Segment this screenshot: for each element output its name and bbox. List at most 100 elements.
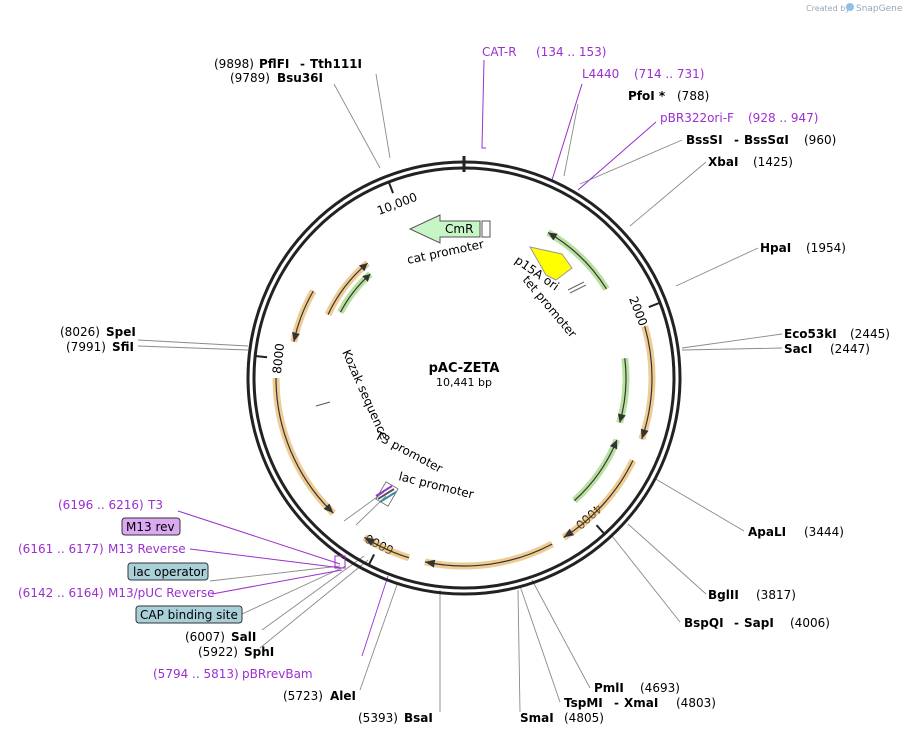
site-tspmi-name: TspMI <box>564 696 603 710</box>
primer-pbr322ori-pos: (928 .. 947) <box>748 111 818 125</box>
tet-promoter-marker <box>567 281 587 294</box>
site-apali-name: ApaLI <box>748 525 786 539</box>
site-eco53ki-pos: (2445) <box>850 327 890 341</box>
site-pmli-name: PmlI <box>594 681 624 695</box>
site-spei-name: SpeI <box>106 325 136 339</box>
m13-rev-box <box>121 517 181 536</box>
primer-m13reverse-pos: (6161 .. 6177) <box>18 542 104 556</box>
lac-operator-marker <box>334 555 346 569</box>
kozak-label: Kozak sequence <box>339 348 391 442</box>
feature-arrow-head-5 <box>563 528 575 538</box>
site-bsu36i-name: Bsu36I <box>277 71 323 85</box>
site-bsssi-dash: - <box>734 133 739 147</box>
primer-pbr322ori-name: pBR322ori-F <box>660 111 734 125</box>
site-bspqi-dash: - <box>734 616 739 630</box>
site-bglii-pos: (3817) <box>756 588 796 602</box>
tick-mark-4 <box>255 355 268 359</box>
primer-leader-lines <box>177 59 657 595</box>
lac-operator-label: lac operator <box>133 565 206 579</box>
primer-pbrrevbam-pos: (5794 .. 5813) <box>153 667 239 681</box>
feature-arrow-head-1 <box>358 263 368 272</box>
feature-arc-line-9 <box>275 377 334 514</box>
site-sali-pos: (6007) <box>185 630 225 644</box>
cat-promoter-label: cat promoter <box>406 237 485 267</box>
feature-arrow-head-9 <box>323 503 334 514</box>
feature-arc-glow-7 <box>424 540 554 570</box>
feature-arrow-head-3 <box>640 428 649 440</box>
feature-arrow-head-2 <box>362 273 371 282</box>
cmr-cap-box <box>481 220 491 238</box>
site-apali-pos: (3444) <box>804 525 844 539</box>
primer-catr-pos: (134 .. 153) <box>536 45 606 59</box>
primer-catr-name: CAT-R <box>482 45 517 59</box>
site-bspqi-pos: (4006) <box>790 616 830 630</box>
site-tth111i-name: Tth111I <box>310 57 362 71</box>
site-sphi-pos: (5922) <box>198 645 238 659</box>
leader-lines <box>137 73 783 713</box>
site-smai-name: SmaI <box>520 711 554 725</box>
site-hpai-pos: (1954) <box>806 241 846 255</box>
site-bsai-name: BsaI <box>404 711 433 725</box>
plasmid-size: 10,441 bp <box>436 376 492 389</box>
tick-label-1: 2000 <box>626 294 650 328</box>
site-pfoi-name: PfoI * <box>628 89 666 103</box>
site-pmli-pos: (4693) <box>640 681 680 695</box>
feature-arc-line-3 <box>641 326 653 440</box>
site-tspmi-pos: (4803) <box>676 696 716 710</box>
site-bsssai-name: BssSαI <box>744 133 789 147</box>
primer-t3-name: T3 <box>147 498 163 512</box>
site-spei-pos: (8026) <box>60 325 100 339</box>
site-xbai-pos: (1425) <box>753 155 793 169</box>
feature-arrow-head-4 <box>617 413 626 423</box>
snapgene-logo-icon <box>846 3 854 11</box>
watermark-brand: SnapGene <box>856 4 903 14</box>
site-tspmi-dash: - <box>614 696 619 710</box>
site-pflfi-name: PflFI <box>259 57 289 71</box>
site-hpai-name: HpaI <box>760 241 791 255</box>
tick-mark-2 <box>595 524 606 535</box>
site-sfii-name: SfiI <box>112 340 134 354</box>
site-sali-name: SalI <box>231 630 256 644</box>
tick-label-0: 10,000 <box>375 190 419 218</box>
feature-arrow-head-8 <box>364 537 375 546</box>
primer-pbrrevbam-name: pBRrevBam <box>242 667 313 681</box>
site-xmai-name: XmaI <box>624 696 658 710</box>
site-smai-pos: (4805) <box>564 711 604 725</box>
primer-l4440-name: L4440 <box>582 67 619 81</box>
site-bsssi-name: BssSI <box>686 133 723 147</box>
cmr-label: CmR <box>445 222 473 236</box>
site-bsssi-pos: (960) <box>804 133 836 147</box>
kozak-marker <box>315 401 331 407</box>
site-pflfi-pos: (9898) <box>214 57 254 71</box>
feature-arc-line-7 <box>424 543 553 567</box>
plasmid-name: pAC-ZETA <box>429 361 500 376</box>
m13-rev-label: M13 rev <box>126 520 175 534</box>
feature-arcs <box>272 229 656 570</box>
cap-binding-label: CAP binding site <box>140 608 238 622</box>
feature-arc-glow-9 <box>272 377 336 516</box>
watermark-prefix: Created by <box>806 4 850 13</box>
site-xbai-name: XbaI <box>708 155 738 169</box>
lac-operator-box <box>127 562 209 581</box>
feature-arc-glow-1 <box>324 260 370 317</box>
tick-marks <box>255 181 661 566</box>
site-bspqi-name: BspQI <box>684 616 724 630</box>
t3-promoter-label: T3 promoter <box>372 428 445 476</box>
site-bsai-pos: (5393) <box>358 711 398 725</box>
feature-arc-line-5 <box>563 460 634 538</box>
site-saci-name: SacI <box>784 342 812 356</box>
site-bsu36i-pos: (9789) <box>230 71 270 85</box>
primer-l4440-pos: (714 .. 731) <box>634 67 704 81</box>
feature-arrow-head-6 <box>609 439 618 450</box>
site-sphi-name: SphI <box>244 645 274 659</box>
feature-arrow-head-0 <box>548 232 558 241</box>
lac-region-marker <box>375 481 399 507</box>
p15a-ori-arrow <box>529 246 573 281</box>
site-bglii-name: BglII <box>708 588 739 602</box>
site-pfoi-pos: (788) <box>677 89 709 103</box>
cmr-gene-arrow <box>408 214 481 244</box>
tick-label-4: 8000 <box>270 343 287 375</box>
site-saci-pos: (2447) <box>830 342 870 356</box>
tick-mark-0 <box>387 181 394 194</box>
